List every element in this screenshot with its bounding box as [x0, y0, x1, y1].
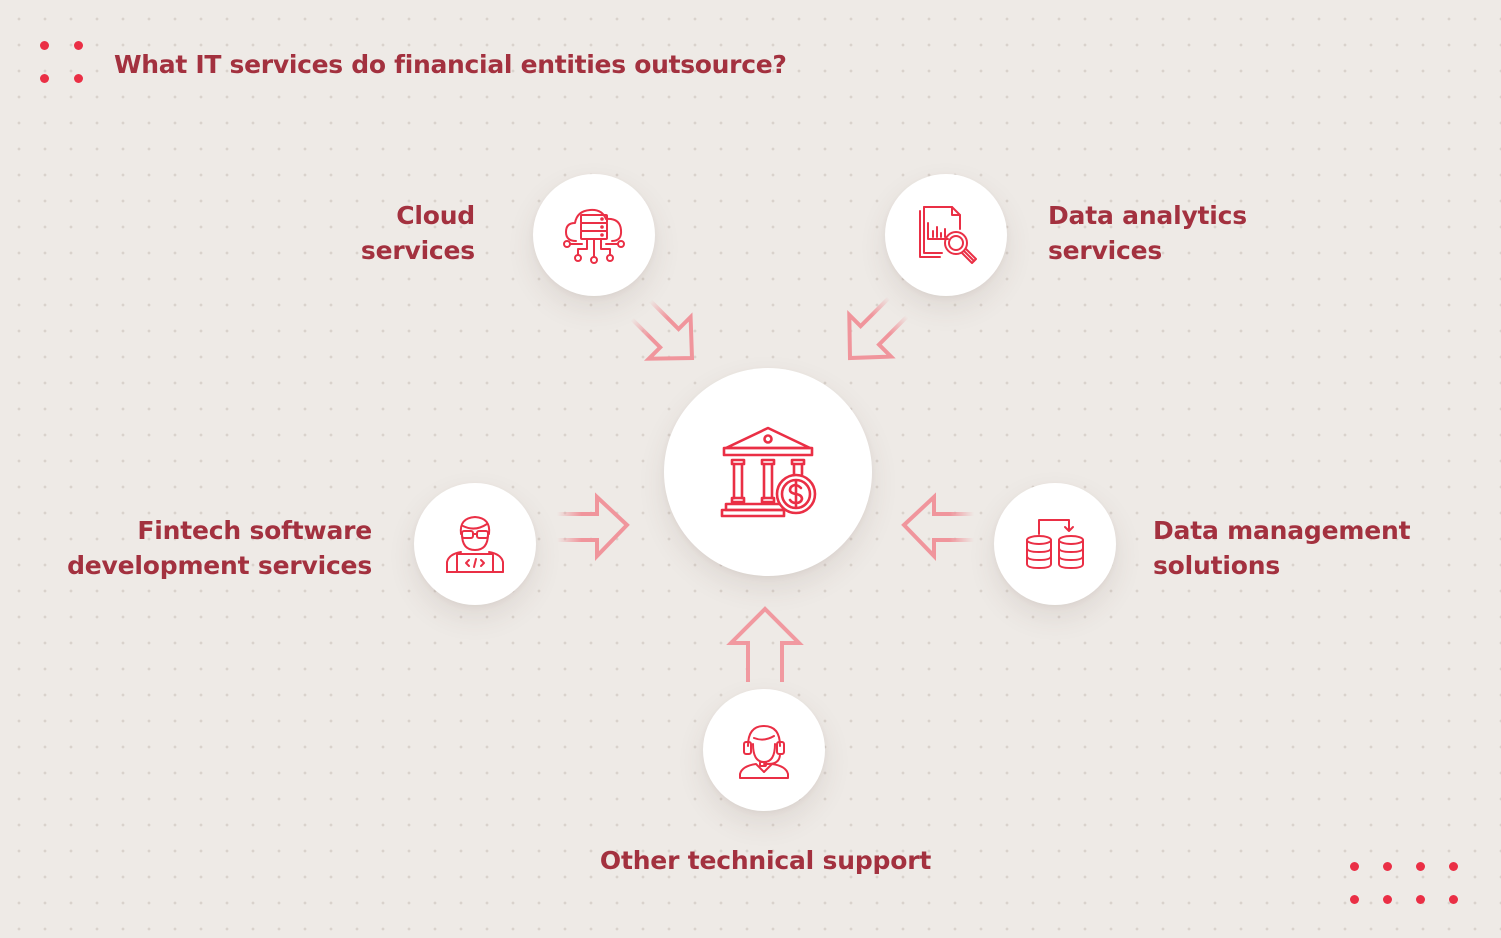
corner-dots-top-left: [40, 41, 86, 83]
label-data-analytics: Data analytics services: [1048, 201, 1247, 265]
report-magnifier-icon: [919, 206, 977, 264]
node-fintech-development: [414, 483, 536, 605]
node-cloud-services: [533, 174, 655, 296]
label-technical-support: Other technical support: [599, 846, 932, 875]
bank-dollar-icon: [720, 426, 817, 518]
label-data-management: Data management solutions: [1153, 516, 1411, 580]
cloud-server-icon: [563, 208, 625, 264]
arrow-from-fintech: [557, 492, 630, 561]
arrow-from-analytics: [847, 296, 909, 361]
developer-coder-icon: [446, 516, 504, 573]
arrow-from-data-management: [901, 492, 974, 561]
node-data-analytics: [885, 174, 1007, 296]
node-data-management: [994, 483, 1116, 605]
center-bank-circle: [664, 368, 872, 576]
label-cloud-services: Cloud services: [360, 201, 475, 265]
database-transfer-icon: [1026, 519, 1084, 569]
label-fintech-development: Fintech software development services: [67, 516, 372, 580]
corner-dots-bottom-right: [1350, 862, 1462, 906]
arrow-from-cloud: [630, 299, 695, 361]
arrow-from-support: [726, 606, 804, 682]
headset-support-icon: [739, 725, 789, 779]
node-technical-support: [703, 689, 825, 811]
page-title: What IT services do financial entities o…: [114, 50, 787, 79]
